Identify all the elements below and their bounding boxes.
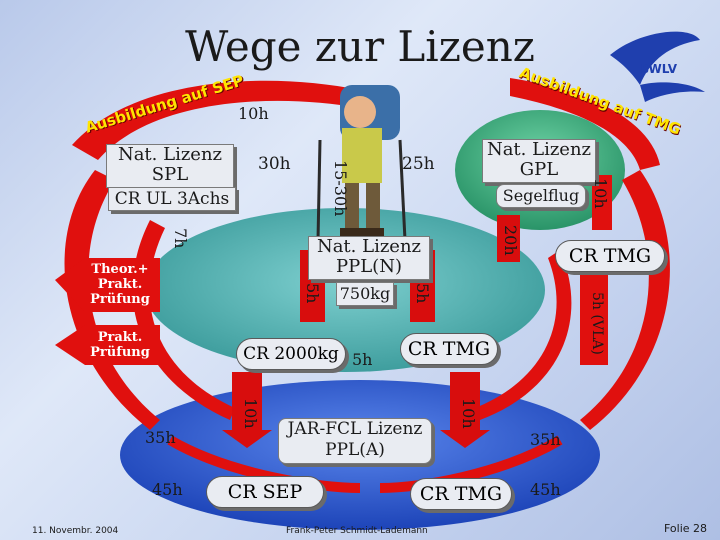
- arrow-down-right: [440, 372, 490, 448]
- hours-5h-mid: 5h: [352, 350, 373, 369]
- gpl-line1: Nat. Lizenz: [486, 139, 592, 160]
- arrow-down-left: [222, 372, 272, 448]
- spl-line2: SPL: [151, 164, 189, 185]
- hours-30h: 30h: [258, 154, 291, 174]
- hours-5h-left: 5h: [303, 283, 322, 304]
- arrow-prakt: [55, 325, 160, 365]
- hours-15-30h: 15-30h: [331, 160, 350, 217]
- cr-ul-box: CR UL 3Achs: [108, 187, 236, 211]
- hours-10h-right: 10h: [591, 178, 610, 209]
- hours-45h-right: 45h: [530, 480, 561, 499]
- ppln-box: Nat. Lizenz PPL(N): [308, 236, 430, 280]
- arc-right-outer: [580, 170, 670, 430]
- footer-slide: Folie 28: [664, 522, 708, 535]
- theor-label: Theor.+ Prakt. Prüfung: [85, 262, 155, 307]
- arrow-theor: [55, 258, 160, 312]
- hiker-figure: [316, 85, 407, 241]
- cr-tmg-right-pill: CR TMG: [555, 240, 665, 272]
- prakt-line1: Prakt.: [97, 330, 143, 345]
- arc-right-band: [510, 78, 660, 170]
- spl-box: Nat. Lizenz SPL: [106, 144, 234, 188]
- hours-10h-bl: 10h: [241, 398, 260, 429]
- cr-sep-pill: CR SEP: [206, 476, 324, 508]
- cr-tmg-mid-pill: CR TMG: [400, 333, 498, 365]
- jar-line2: PPL(A): [325, 440, 385, 460]
- gpl-box: Nat. Lizenz GPL: [482, 139, 596, 183]
- hours-45h-left: 45h: [152, 480, 183, 499]
- arrow-h20: [497, 215, 520, 262]
- hours-35h-left: 35h: [145, 428, 176, 447]
- cr-tmg-bottom-pill: CR TMG: [410, 478, 512, 510]
- kg750-box: 750kg: [336, 282, 394, 306]
- hours-20h: 20h: [501, 225, 520, 256]
- page-title: Wege zur Lizenz: [185, 22, 535, 71]
- hours-35h-right: 35h: [530, 430, 561, 449]
- hours-25h: 25h: [402, 154, 435, 174]
- segelflug-box: Segelflug: [496, 184, 586, 208]
- hours-5h-right: 5h: [413, 283, 432, 304]
- jar-box: JAR-FCL Lizenz PPL(A): [278, 418, 432, 464]
- arc-left-outer: [64, 170, 160, 430]
- footer-author: Frank-Peter Schmidt-Lademann: [286, 526, 428, 536]
- jar-line1: JAR-FCL Lizenz: [287, 419, 423, 439]
- hours-10h-top: 10h: [238, 104, 269, 123]
- bwlv-logo-icon: [610, 31, 705, 102]
- ppln-line2: PPL(N): [336, 256, 402, 277]
- hours-5h-vla: 5h (VLA): [589, 292, 605, 355]
- theor-line3: Prüfung: [90, 292, 150, 307]
- prakt-label: Prakt. Prüfung: [85, 330, 155, 360]
- prakt-line2: Prüfung: [90, 345, 150, 360]
- cr-2000-pill: CR 2000kg: [236, 338, 346, 370]
- arc-left-band: [72, 80, 360, 160]
- hours-7h: 7h: [171, 228, 190, 249]
- hours-10h-br: 10h: [459, 398, 478, 429]
- ppln-line1: Nat. Lizenz: [316, 236, 422, 257]
- theor-line2: Prakt.: [97, 277, 143, 292]
- gpl-line2: GPL: [519, 159, 559, 180]
- bar-top-right: [592, 175, 612, 230]
- logo-text: BWLV: [640, 62, 678, 76]
- spl-line1: Nat. Lizenz: [117, 144, 223, 165]
- theor-line1: Theor.+: [91, 262, 149, 277]
- footer-date: 11. Novembr. 2004: [32, 526, 119, 536]
- arc-left-inner: [132, 220, 235, 420]
